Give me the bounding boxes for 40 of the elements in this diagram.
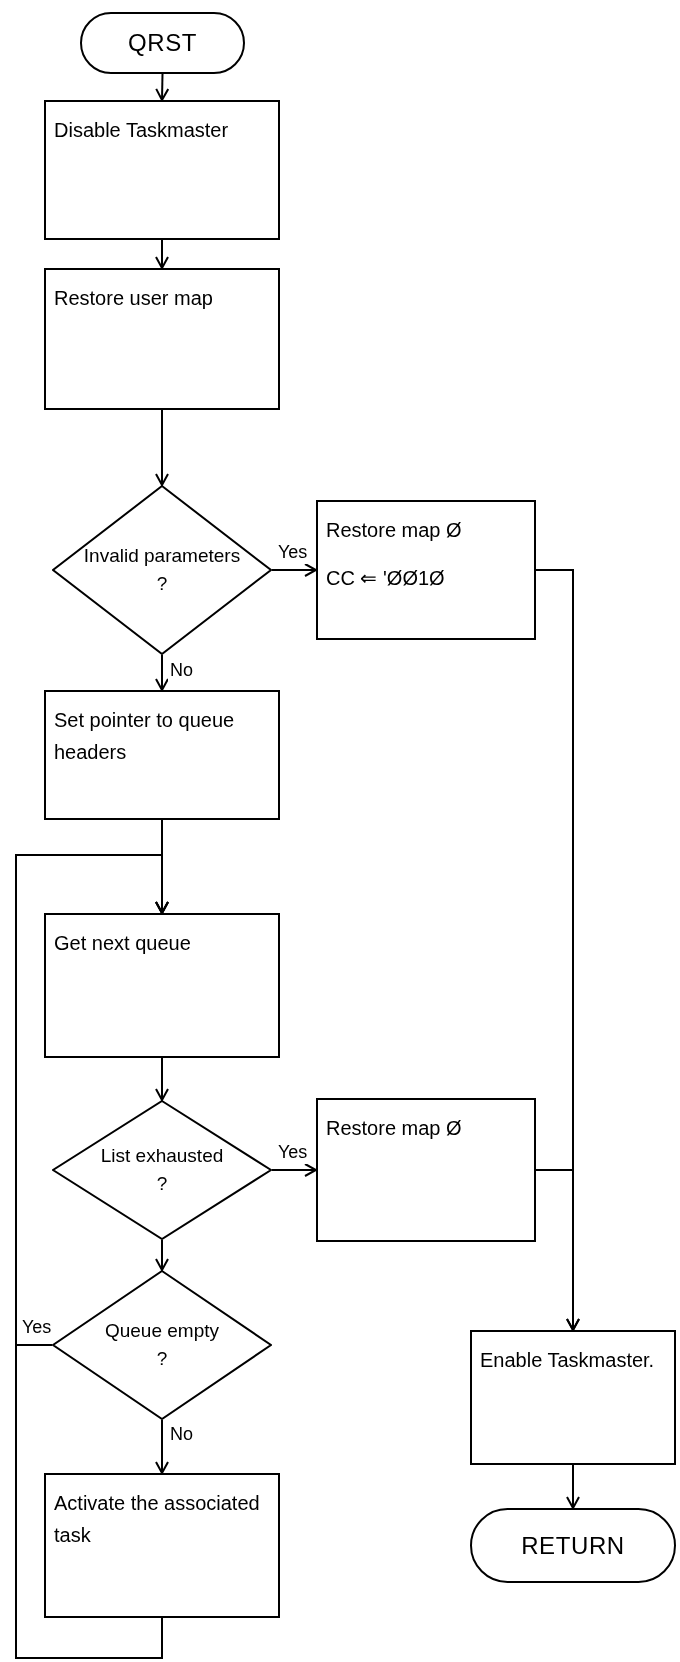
arrow (155, 1057, 169, 1101)
arrow (535, 1169, 580, 1331)
decision-text: List exhausted (100, 1144, 224, 1168)
arrow (155, 1419, 169, 1474)
decision-text: ? (156, 1172, 168, 1196)
arrow (15, 854, 169, 1659)
process-box (44, 1473, 280, 1618)
terminal-text: RETURN (521, 1530, 625, 1561)
arrow (155, 239, 169, 269)
arrow (155, 1239, 169, 1271)
decision-diamond (52, 485, 272, 655)
decision-diamond (52, 1100, 272, 1240)
process-box (316, 500, 536, 640)
arrow (155, 654, 169, 691)
process-box (44, 690, 280, 820)
process-box (44, 100, 280, 240)
process-box (44, 913, 280, 1058)
terminal-text: QRST (127, 28, 198, 58)
process-box (470, 1330, 676, 1465)
process-text: Restore user map (54, 286, 214, 311)
arrow (271, 1163, 317, 1177)
arrow (271, 563, 317, 577)
decision-text: ? (156, 572, 168, 596)
process-text: Get next queue (54, 931, 192, 956)
decision-text: ? (156, 1347, 168, 1371)
process-text: Restore map Ø (326, 1116, 463, 1141)
process-text: CC ⇐ 'ØØ1Ø (326, 566, 446, 591)
process-text: Disable Taskmaster (54, 118, 230, 143)
process-box (316, 1098, 536, 1242)
process-box (44, 268, 280, 410)
process-text: Enable Taskmaster. (480, 1348, 656, 1373)
process-text: Activate the associated task (54, 1491, 261, 1548)
arrow (155, 409, 169, 486)
process-text: Set pointer to queue headers (54, 708, 236, 765)
decision-text: Invalid parameters (83, 544, 241, 568)
decision-diamond (52, 1270, 272, 1420)
process-text: Restore map Ø (326, 518, 463, 543)
decision-text: Queue empty (104, 1319, 220, 1343)
arrow (155, 73, 170, 101)
arrow (566, 1464, 580, 1509)
